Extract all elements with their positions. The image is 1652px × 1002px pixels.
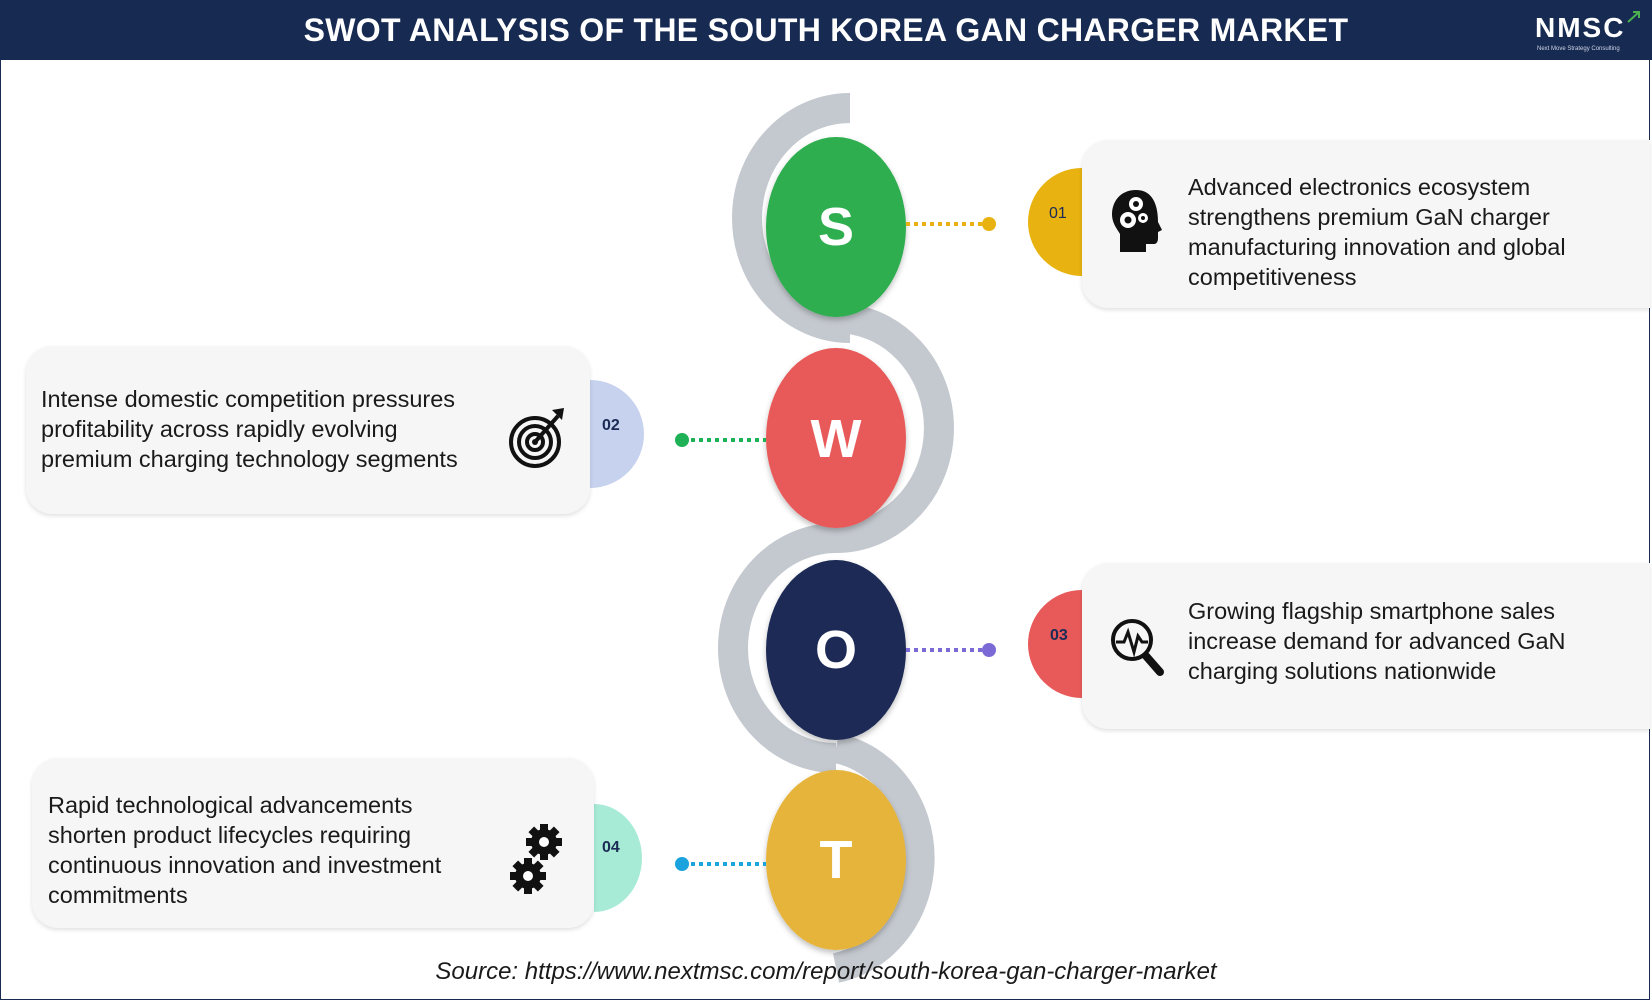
page-title: SWOT ANALYSIS OF THE SOUTH KOREA GAN CHA… — [303, 12, 1349, 48]
circle-o — [766, 560, 906, 740]
gears-icon — [510, 824, 562, 894]
circle-s — [766, 137, 906, 317]
logo-text: NMSC — [1535, 12, 1626, 43]
strength-card: Advanced electronics ecosystem strengthe… — [1082, 140, 1650, 308]
target-icon — [509, 408, 564, 468]
strength-text: Advanced electronics ecosystem strengthe… — [1188, 174, 1566, 290]
letter-w: W — [810, 409, 862, 469]
chain-ribbon — [718, 93, 954, 983]
letter-t: T — [819, 830, 853, 890]
tab-02 — [590, 380, 644, 488]
connector-s — [906, 217, 996, 231]
nmsc-logo: NMSC Next Move Strategy Consulting — [1535, 10, 1645, 56]
opportunity-card: Growing flagship smartphone sales increa… — [1082, 563, 1650, 729]
threat-card: Rapid technological advancements shorten… — [32, 758, 594, 928]
logo-subtitle: Next Move Strategy Consulting — [1537, 46, 1620, 52]
threat-text: Rapid technological advancements shorten… — [48, 792, 442, 908]
magnifier-pulse-icon — [1111, 619, 1164, 676]
tab-03 — [1028, 590, 1082, 698]
weakness-text: Intense domestic competition pressures p… — [41, 386, 458, 472]
weakness-card: Intense domestic competition pressures p… — [26, 346, 590, 514]
circle-t — [766, 770, 906, 950]
tab-01 — [1028, 168, 1082, 276]
header-bar: SWOT ANALYSIS OF THE SOUTH KOREA GAN CHA… — [0, 0, 1652, 60]
number-03: 03 — [1050, 627, 1068, 644]
connector-t — [675, 857, 766, 871]
number-01: 01 — [1049, 205, 1067, 222]
circle-w — [766, 348, 906, 528]
number-02: 02 — [602, 417, 620, 434]
letter-o: O — [814, 620, 857, 680]
letter-s: S — [817, 197, 855, 257]
connector-w — [675, 433, 766, 447]
head-gears-icon — [1112, 190, 1162, 252]
number-04: 04 — [602, 839, 620, 856]
logo-arrow-icon — [1627, 11, 1640, 23]
tab-04 — [594, 804, 642, 912]
source-citation: Source: https://www.nextmsc.com/report/s… — [435, 958, 1217, 985]
opportunity-text: Growing flagship smartphone sales increa… — [1188, 598, 1566, 684]
connector-o — [906, 643, 996, 657]
